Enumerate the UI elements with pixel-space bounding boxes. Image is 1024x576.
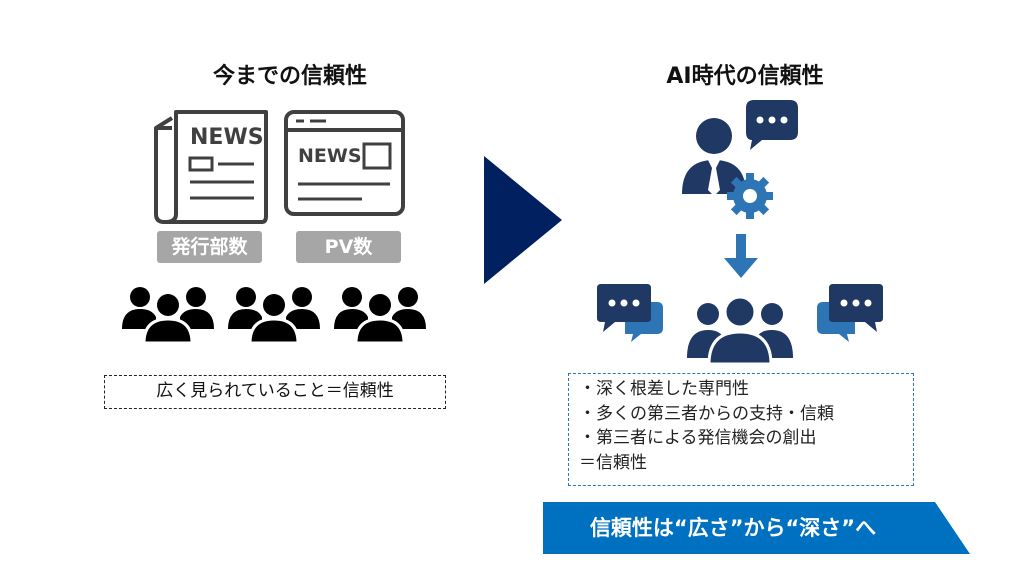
community-icon: [597, 284, 883, 364]
newspaper-news-text: NEWS: [190, 125, 264, 150]
pv-label: PV数: [296, 231, 401, 263]
web-news-icon: NEWS: [284, 110, 405, 216]
banner-text: 信頼性は“広さ”から“深さ”へ: [589, 516, 877, 540]
expert-icon: [682, 100, 798, 219]
people-icon: [120, 285, 216, 345]
audience-icons: [120, 285, 428, 345]
banner-background: [543, 502, 970, 554]
point-item: ・多くの第三者からの支持・信頼: [579, 403, 834, 424]
circulation-label: 発行部数: [157, 231, 262, 263]
right-title: AI時代の信頼性: [666, 64, 824, 89]
left-title: 今までの信頼性: [212, 64, 367, 89]
web-news-text: NEWS: [298, 145, 362, 167]
right-conclusion-box: ・深く根差した専門性 ・多くの第三者からの支持・信頼 ・第三者による発信機会の創…: [568, 373, 914, 486]
point-item: ・第三者による発信機会の創出: [579, 428, 817, 448]
newspaper-icon: NEWS: [154, 110, 268, 224]
people-icon: [332, 285, 428, 345]
left-conclusion: 広く見られていること＝信頼性: [104, 375, 446, 409]
point-item: ・深く根差した専門性: [579, 379, 749, 399]
transition-arrow-icon: [484, 156, 562, 284]
point-item: ＝信頼性: [579, 452, 647, 473]
people-icon: [226, 285, 322, 345]
down-arrow-icon: [724, 234, 758, 278]
